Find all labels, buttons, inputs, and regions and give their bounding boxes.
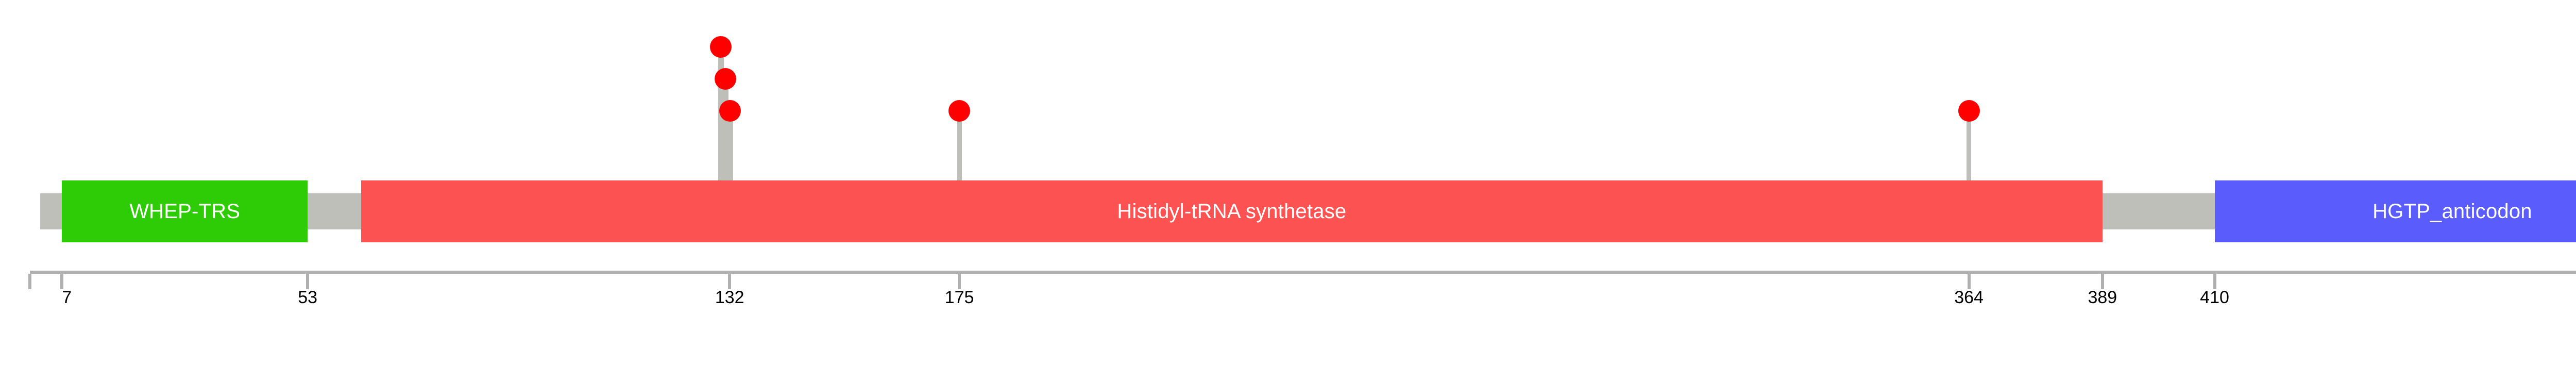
mutation-stem: [957, 111, 962, 180]
mutation-marker[interactable]: [710, 36, 732, 58]
axis-tick: [958, 274, 961, 289]
axis-tick: [1967, 274, 1971, 289]
mutation-marker[interactable]: [715, 68, 737, 90]
mutation-marker[interactable]: [948, 100, 971, 122]
domain-label: Histidyl-tRNA synthetase: [1117, 200, 1347, 223]
mutation-stem: [722, 79, 728, 180]
axis-tick: [2213, 274, 2216, 289]
axis-tick-label: 364: [1954, 288, 1984, 307]
axis-tick: [60, 274, 64, 289]
domain-label: HGTP_anticodon: [2372, 200, 2532, 223]
domain-label: WHEP-TRS: [129, 200, 241, 223]
axis-tick-label: 389: [2088, 288, 2117, 307]
mutation-marker[interactable]: [719, 100, 741, 122]
axis-baseline: [30, 271, 2576, 274]
domain-block[interactable]: WHEP-TRS: [62, 180, 308, 242]
axis-tick: [306, 274, 310, 289]
axis-tick: [28, 274, 31, 289]
axis-tick: [728, 274, 732, 289]
axis-tick-label: 53: [298, 288, 318, 307]
mutation-stem: [1967, 111, 1972, 180]
mutation-marker[interactable]: [1958, 100, 1980, 122]
axis-tick-label: 175: [944, 288, 974, 307]
mutation-stem: [727, 111, 733, 180]
axis-tick-label: 410: [2200, 288, 2229, 307]
axis-tick: [2100, 274, 2104, 289]
domain-block[interactable]: Histidyl-tRNA synthetase: [361, 180, 2103, 242]
axis-tick-label: 7: [62, 288, 72, 307]
axis-tick-label: 132: [715, 288, 744, 307]
domain-block[interactable]: HGTP_anticodon: [2214, 180, 2576, 242]
